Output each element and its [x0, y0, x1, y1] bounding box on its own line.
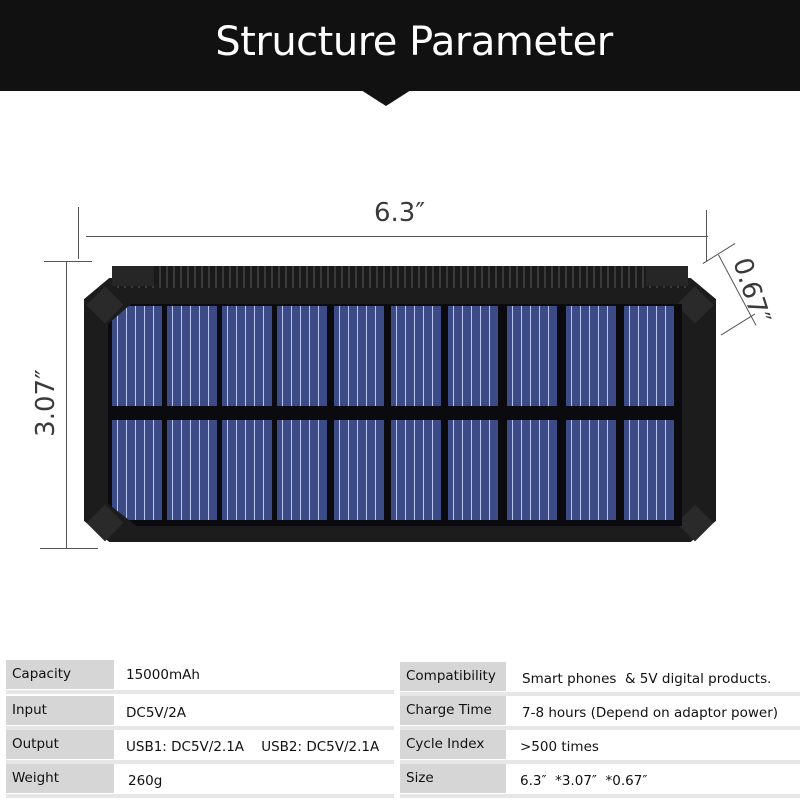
- solar-cell: [112, 306, 162, 406]
- spec-row-compatibility: Compatibility Smart phones & 5V digital …: [400, 662, 800, 691]
- spec-row-charge-time: Charge Time 7-8 hours (Depend on adaptor…: [400, 696, 800, 725]
- solar-cell: [624, 420, 674, 520]
- height-extension-top: [44, 261, 92, 262]
- spec-label: Cycle Index: [400, 730, 506, 759]
- header-notch: [361, 90, 411, 106]
- device-top-cap-left: [112, 266, 154, 286]
- solar-cell: [222, 306, 272, 406]
- solar-cell: [391, 420, 441, 520]
- spec-value: Smart phones & 5V digital products.: [522, 671, 772, 687]
- solar-cell: [167, 306, 217, 406]
- solar-cell: [391, 306, 441, 406]
- solar-cell: [277, 306, 327, 406]
- row-divider: [6, 726, 394, 730]
- solar-cell: [448, 306, 498, 406]
- spec-label: Capacity: [6, 660, 114, 689]
- spec-row-output: Output USB1: DC5V/2.1A USB2: DC5V/2.1A: [6, 730, 394, 759]
- spec-label: Size: [400, 764, 506, 793]
- page-title: Structure Parameter: [215, 19, 613, 65]
- spec-label: Input: [6, 696, 114, 725]
- solar-cell: [507, 306, 557, 406]
- solar-cell: [277, 420, 327, 520]
- solar-cell: [507, 420, 557, 520]
- height-extension-bottom: [40, 548, 98, 549]
- spec-row-weight: Weight 260g: [6, 764, 394, 793]
- solar-power-bank: [84, 266, 716, 544]
- row-divider: [6, 690, 394, 694]
- spec-value: >500 times: [520, 739, 599, 755]
- spec-label: Output: [6, 730, 114, 759]
- spec-label: Charge Time: [400, 696, 506, 725]
- header-banner: Structure Parameter: [0, 0, 800, 91]
- depth-label: 0.67″: [726, 254, 776, 328]
- spec-row-input: Input DC5V/2A: [6, 696, 394, 725]
- row-divider: [400, 726, 800, 730]
- spec-label: Weight: [6, 764, 114, 793]
- row-divider: [400, 760, 800, 764]
- height-dimension-line: [66, 261, 67, 549]
- solar-cell: [167, 420, 217, 520]
- device-top-grip: [112, 266, 688, 288]
- spec-value: 7-8 hours (Depend on adaptor power): [522, 705, 779, 721]
- width-extension-left: [78, 207, 79, 259]
- row-divider: [400, 794, 800, 798]
- row-divider: [6, 794, 394, 798]
- spec-value: 15000mAh: [126, 667, 200, 683]
- solar-cell: [566, 420, 616, 520]
- spec-label: Compatibility: [400, 662, 506, 691]
- spec-value: DC5V/2A: [126, 705, 187, 721]
- solar-cell: [112, 420, 162, 520]
- width-dimension-line: [86, 236, 708, 237]
- spec-row-cycle-index: Cycle Index >500 times: [400, 730, 800, 759]
- width-label: 6.3″: [374, 198, 426, 228]
- spec-value: USB1: DC5V/2.1A USB2: DC5V/2.1A: [126, 739, 380, 755]
- spec-row-size: Size 6.3″ *3.07″ *0.67″: [400, 764, 800, 793]
- solar-cell: [222, 420, 272, 520]
- row-divider: [400, 692, 800, 696]
- solar-panel: [108, 304, 682, 526]
- device-top-cap-right: [646, 266, 688, 286]
- row-divider: [6, 760, 394, 764]
- solar-cell: [334, 420, 384, 520]
- solar-cell: [624, 306, 674, 406]
- solar-cell: [334, 306, 384, 406]
- solar-cell: [566, 306, 616, 406]
- solar-cell: [448, 420, 498, 520]
- spec-value: 260g: [128, 773, 163, 789]
- spec-value: 6.3″ *3.07″ *0.67″: [520, 773, 648, 789]
- height-label: 3.07″: [31, 369, 61, 437]
- spec-row-capacity: Capacity 15000mAh: [6, 660, 394, 689]
